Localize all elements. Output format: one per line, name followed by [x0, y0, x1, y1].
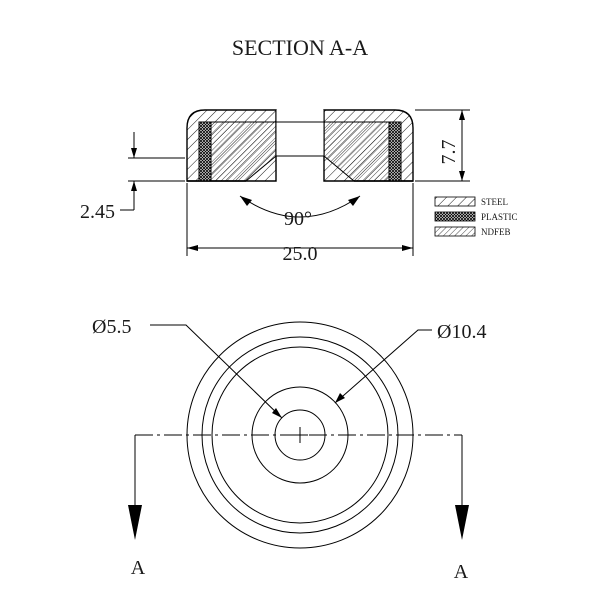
section-arrow-right [455, 505, 469, 540]
legend-swatch-steel [434, 196, 476, 207]
leader-hole-small [150, 324, 283, 419]
section-title: SECTION A-A [232, 35, 368, 60]
legend-swatch-plastic [434, 211, 476, 222]
section-view: 7.7 2.45 90° 25.0 [80, 109, 470, 265]
legend-label-plastic: PLASTIC [481, 212, 518, 222]
hole-large-label: Ø10.4 [437, 321, 486, 343]
plastic-ring-right [388, 121, 402, 182]
hole-small-label: Ø5.5 [92, 316, 131, 338]
section-arrow-left [128, 505, 142, 540]
legend-label-steel: STEEL [481, 197, 508, 207]
section-marker-right: A [454, 561, 469, 583]
leader-hole-large [334, 329, 432, 404]
height-dimension: 7.7 [438, 140, 460, 165]
magnet-left [210, 121, 277, 182]
depth-dimension: 2.45 [80, 201, 115, 223]
plastic-ring-left [198, 121, 212, 182]
material-legend: STEEL PLASTIC NDFEB [434, 196, 518, 237]
bore-hole [276, 110, 324, 156]
ring-circle-inner [211, 346, 389, 524]
legend-label-ndfeb: NDFEB [481, 227, 511, 237]
width-dimension: 25.0 [283, 243, 318, 265]
angle-dimension: 90° [284, 208, 312, 230]
section-marker-left: A [131, 557, 146, 579]
plan-view: A A Ø5.5 Ø10.4 [92, 316, 486, 583]
legend-swatch-ndfeb [434, 226, 476, 237]
